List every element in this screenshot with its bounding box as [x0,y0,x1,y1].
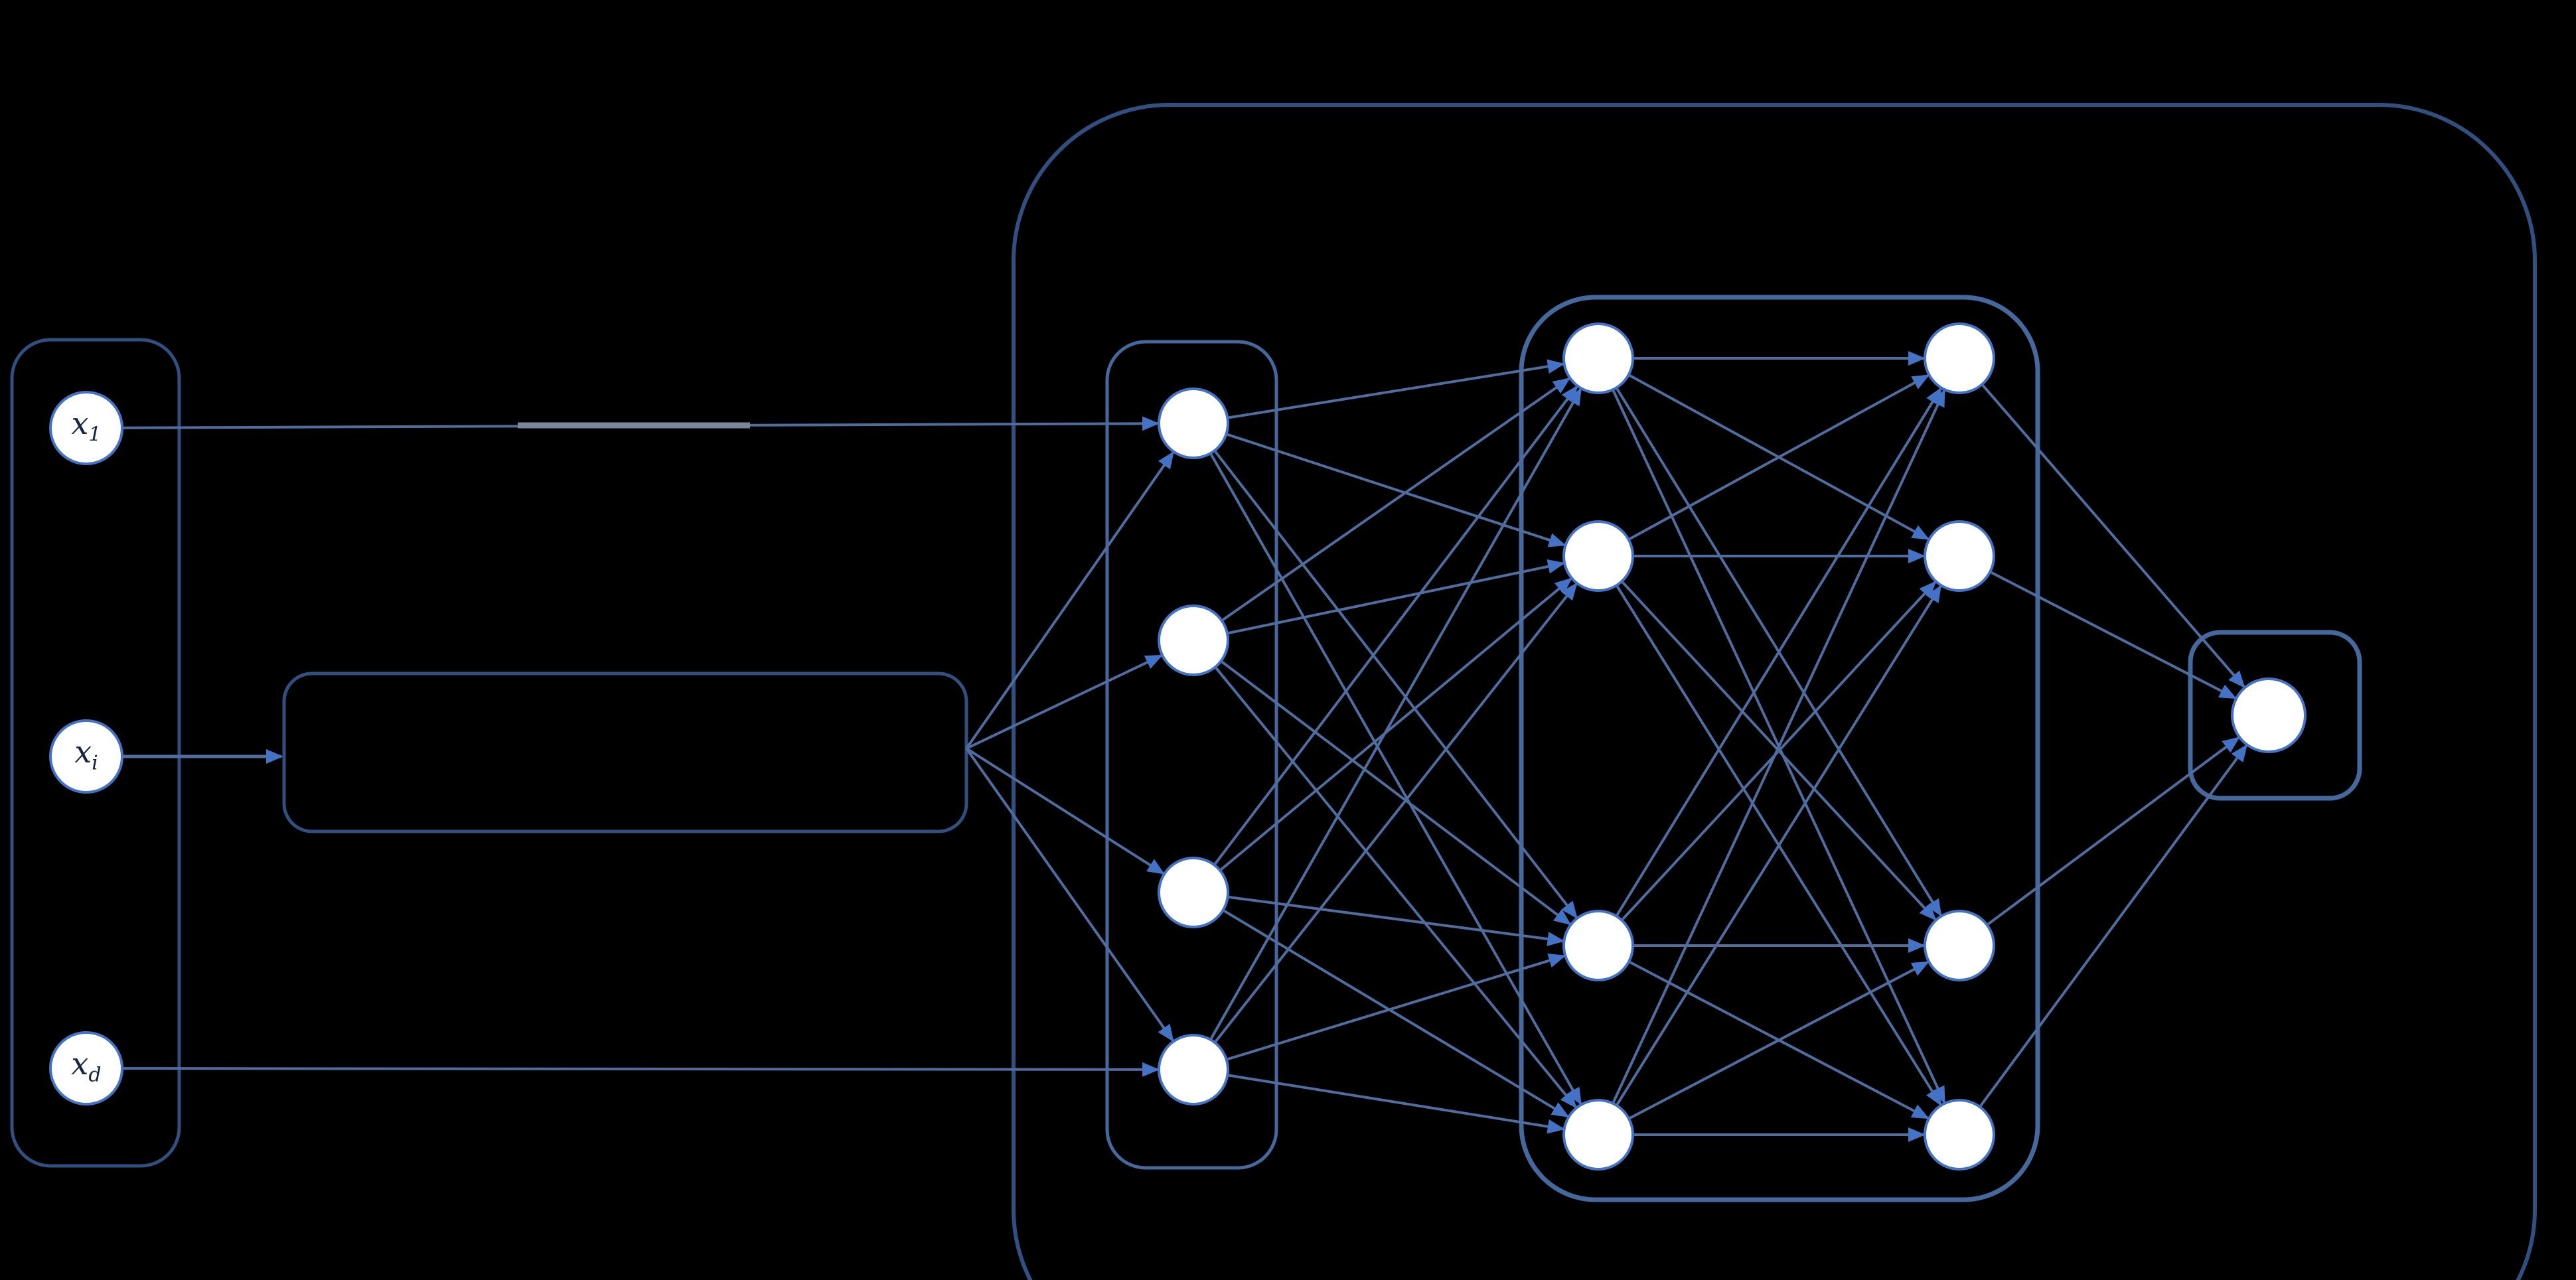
layer1-node-4 [1158,1034,1229,1105]
connection-h2-1-output [1981,384,2245,689]
connection-l1-1-h1-3 [1214,451,1578,919]
input-label-xi-base: x [74,734,92,770]
connection-h1-3-h2-2 [1622,581,1937,920]
connection-l1-1-h1-2 [1227,433,1566,547]
connection-h1-2-h2-1 [1629,374,1930,540]
hidden2-node-2 [1924,520,1995,592]
hidden-layers-box [1519,295,2040,1202]
hidden1-node-3 [1562,910,1634,981]
input-node-2 [49,719,123,794]
connection-l1-1-h1-4 [1209,453,1582,1105]
feature-box [282,672,968,833]
output-box [2188,630,2362,801]
input-label-xi: xi [74,737,98,773]
input-label-x1: x1 [71,408,101,445]
connection-xd-layer1 [123,1062,1160,1077]
connection-h1-4-h2-1 [1612,389,1946,1103]
layer1-box [1105,340,1278,1170]
input-node-3 [49,1031,123,1105]
connection-l1-3-h1-1 [1214,385,1578,865]
hidden2-node-4 [1924,1099,1995,1171]
hidden1-node-1 [1562,322,1634,394]
connection-h2-3-output [1987,737,2240,926]
hidden2-node-1 [1924,322,1995,394]
hidden2-node-3 [1924,910,1995,981]
input-label-xd: xd [71,1048,101,1085]
input-label-x1-base: x [71,405,89,442]
layer1-node-1 [1158,388,1229,459]
connection-l1-3-h1-3 [1229,896,1565,946]
connection-l1-3-h1-4 [1223,909,1570,1118]
connection-l1-1-h1-1 [1228,359,1565,419]
connection-l1-4-h1-1 [1209,388,1582,1040]
connection-h1-4-h2-3 [1629,961,1930,1119]
connection-h2-2-output [1991,571,2237,699]
input-node-1 [49,391,123,465]
connection-l1-3-h1-2 [1220,577,1572,871]
connection-l1-4-h1-3 [1227,954,1566,1061]
hidden1-node-2 [1562,520,1634,592]
input-label-xi-sub: i [92,751,98,775]
hidden1-node-4 [1562,1099,1634,1171]
connection-l1-2-h1-1 [1222,378,1571,621]
layer1-node-3 [1158,857,1229,928]
connection-l1-2-h1-4 [1215,667,1577,1109]
connection-h1-4-h2-2 [1616,585,1942,1105]
connection-featurebox-layer1-1 [965,451,1174,750]
connection-h1-3-h2-1 [1616,387,1942,916]
connection-featurebox-layer1-3 [965,747,1165,875]
input-label-xd-sub: d [88,1063,102,1087]
network-outer-box [1012,103,2537,1280]
connection-l1-2-h1-3 [1221,660,1572,926]
input-vector-box [10,338,181,1168]
input-label-xd-base: x [71,1046,89,1082]
output-node-1 [2231,677,2307,753]
layer1-node-2 [1158,604,1229,676]
connection-l1-2-h1-2 [1228,559,1566,634]
connection-h2-4-output [1979,744,2247,1107]
input-label-x1-sub: 1 [88,423,102,447]
connection-featurebox-layer1-2 [966,654,1164,750]
connection-l1-4-h1-2 [1214,583,1578,1042]
connection-l1-4-h1-4 [1228,1074,1565,1134]
connection-featurebox-layer1-4 [965,747,1174,1042]
